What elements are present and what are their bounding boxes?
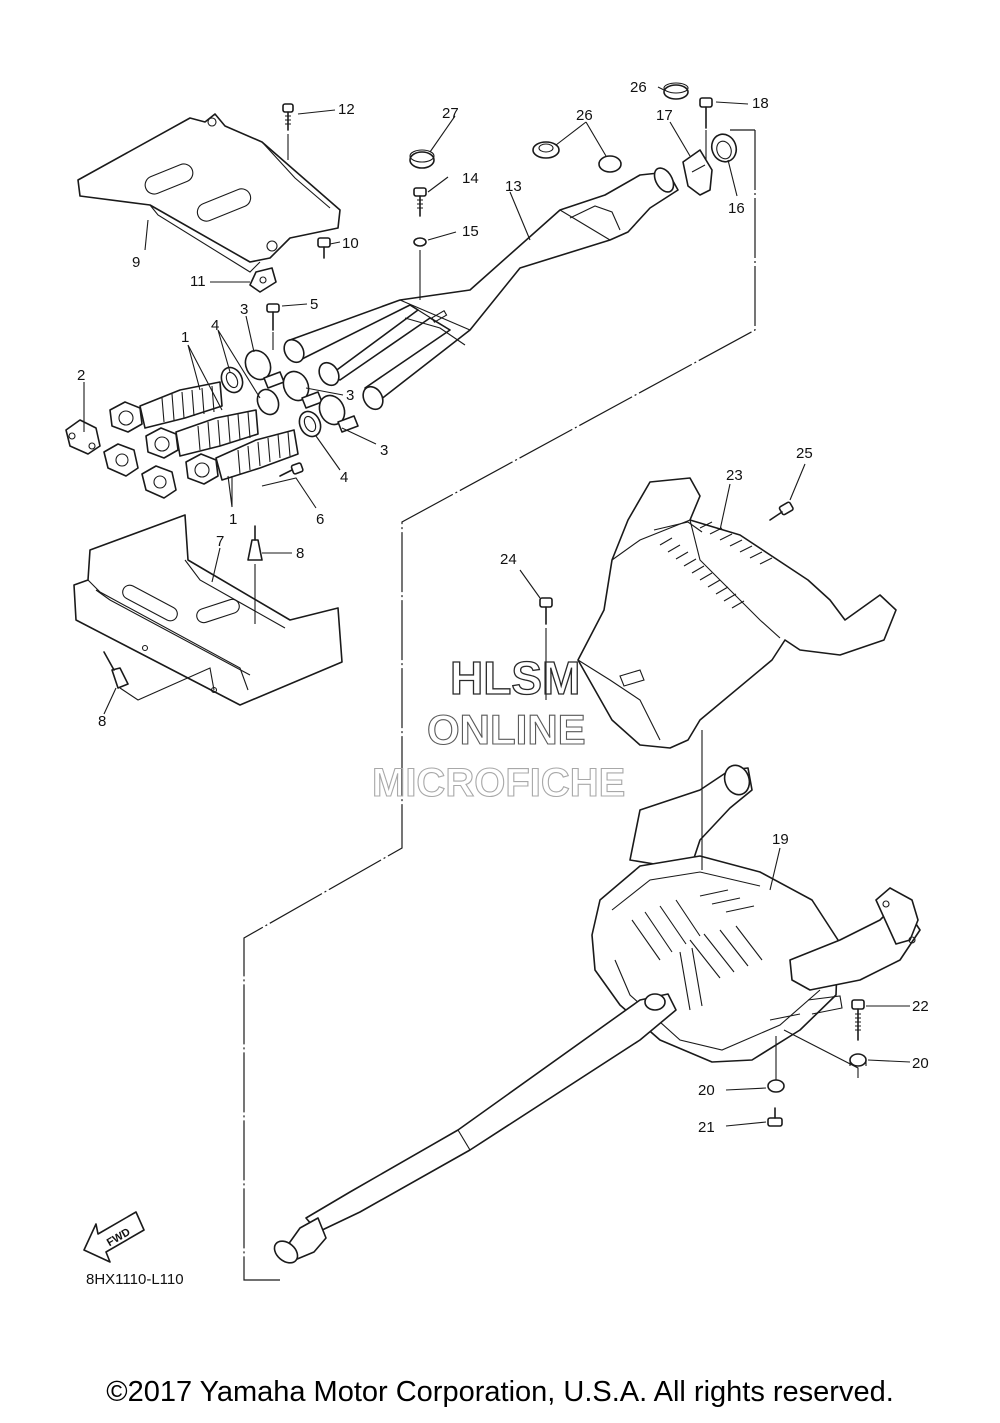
bolt-22 xyxy=(851,999,865,1041)
cap-27 xyxy=(409,149,435,169)
callout-17: 17 xyxy=(656,107,673,124)
callout-1: 1 xyxy=(229,511,237,528)
bolt-21 xyxy=(767,1107,783,1127)
callout-12: 12 xyxy=(338,101,355,118)
rivet-8-left xyxy=(103,651,129,689)
callout-5: 5 xyxy=(310,296,318,313)
callout-3: 3 xyxy=(240,301,248,318)
gasket-ring-4 xyxy=(220,366,322,438)
cap-26 xyxy=(598,155,622,173)
heat-protector-lower xyxy=(73,514,343,706)
callout-26: 26 xyxy=(630,79,647,96)
muffler-protector-23 xyxy=(577,477,897,749)
callout-1: 1 xyxy=(181,329,189,346)
callout-3: 3 xyxy=(346,387,354,404)
bolt-25 xyxy=(769,501,794,521)
callout-10: 10 xyxy=(342,235,359,252)
callout-leaders xyxy=(83,86,911,1127)
callout-19: 19 xyxy=(772,831,789,848)
tail-pipe xyxy=(273,993,677,1264)
bolt-5 xyxy=(266,303,280,350)
callout-23: 23 xyxy=(726,467,743,484)
callout-7: 7 xyxy=(216,533,224,550)
exhaust-pipe-13 xyxy=(283,167,679,411)
gasket-2 xyxy=(65,419,177,499)
joint-pipe-1-middle xyxy=(145,409,259,459)
washer-15 xyxy=(413,237,427,300)
bolt-14 xyxy=(413,187,427,217)
joint-pipe-1-bottom xyxy=(185,429,299,485)
callout-8: 8 xyxy=(98,713,106,730)
callout-11: 11 xyxy=(190,273,206,290)
callout-4: 4 xyxy=(211,317,219,334)
leader-22 xyxy=(783,1029,859,1078)
bolt-6 xyxy=(279,462,304,477)
collar-20-right xyxy=(849,1053,867,1067)
callout-21: 21 xyxy=(698,1119,715,1136)
leader-8 xyxy=(119,667,215,701)
watermark: HLSM ONLINE MICROFICHE xyxy=(371,651,625,805)
cap-26-top xyxy=(663,82,689,100)
protector-slots xyxy=(659,521,773,609)
callout-16: 16 xyxy=(728,200,745,217)
bolt-10 xyxy=(317,237,331,259)
callout-18: 18 xyxy=(752,95,769,112)
bracket xyxy=(249,267,277,293)
diagram-code: 8HX1110-L110 xyxy=(86,1271,184,1288)
gasket-16 xyxy=(710,133,738,163)
bolt-18 xyxy=(699,97,713,160)
callout-27: 27 xyxy=(442,105,459,122)
collar-20-left xyxy=(767,1079,785,1093)
callout-22: 22 xyxy=(912,998,929,1015)
callout-26: 26 xyxy=(576,107,593,124)
forward-arrow-icon: FWD xyxy=(83,1211,145,1263)
callout-20: 20 xyxy=(698,1082,715,1099)
clamp-17 xyxy=(682,149,713,196)
muffler-ribs xyxy=(631,889,763,1011)
callout-9: 9 xyxy=(132,254,140,271)
rivet-8-top xyxy=(247,525,263,624)
callout-8: 8 xyxy=(296,545,304,562)
watermark-line-3: MICROFICHE xyxy=(372,761,625,805)
callout-3: 3 xyxy=(380,442,388,459)
bolt-24 xyxy=(539,597,553,700)
watermark-line-1: HLSM xyxy=(450,652,580,704)
clamp-3 xyxy=(244,349,359,433)
callout-20: 20 xyxy=(912,1055,929,1072)
callout-14: 14 xyxy=(462,170,479,187)
callout-4: 4 xyxy=(340,469,348,486)
callout-labels: 1 1 2 3 3 3 4 4 5 6 7 8 8 9 10 11 12 13 … xyxy=(77,79,929,1136)
grommet-26 xyxy=(532,141,560,159)
callout-6: 6 xyxy=(316,511,324,528)
callout-25: 25 xyxy=(796,445,813,462)
callout-24: 24 xyxy=(500,551,517,568)
bolt-12 xyxy=(282,103,294,160)
callout-13: 13 xyxy=(505,178,522,195)
watermark-line-2: ONLINE xyxy=(427,706,586,753)
callout-2: 2 xyxy=(77,367,85,384)
heat-protector-upper xyxy=(77,113,341,273)
copyright-notice: ©2017 Yamaha Motor Corporation, U.S.A. A… xyxy=(106,1376,894,1408)
reference-boundary-line xyxy=(243,129,756,1281)
joint-pipe-1-top xyxy=(109,381,223,433)
callout-15: 15 xyxy=(462,223,479,240)
